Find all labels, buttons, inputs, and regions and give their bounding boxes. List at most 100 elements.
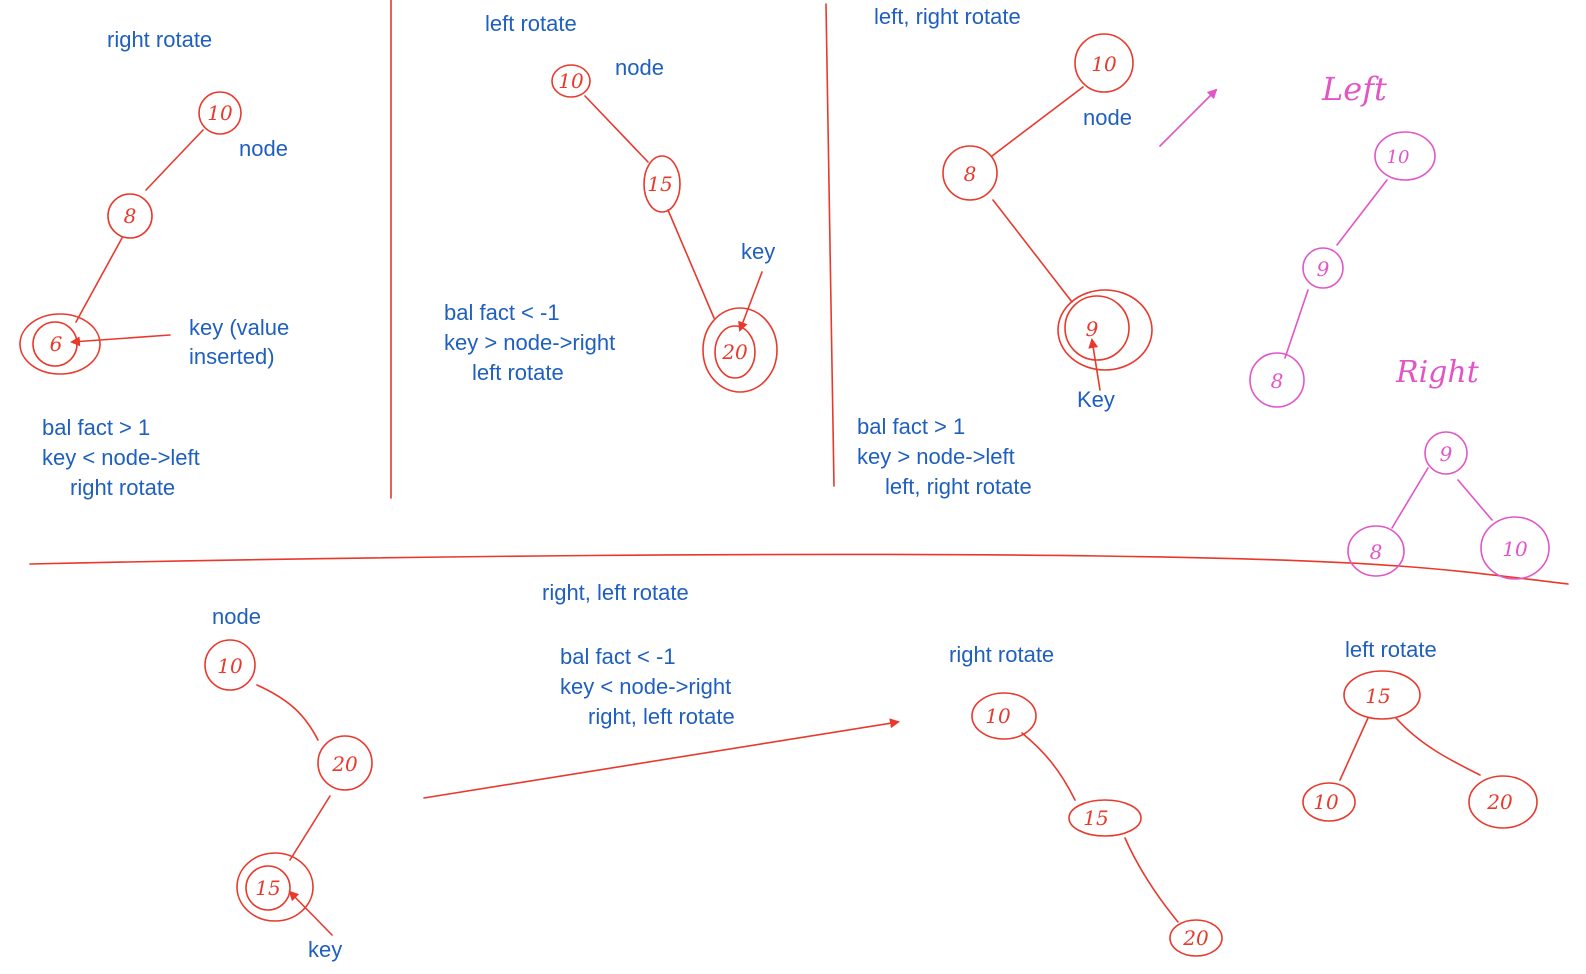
node-label: node: [1083, 105, 1132, 130]
condition-action: right, left rotate: [588, 704, 735, 729]
tree-node: 10: [551, 64, 591, 98]
svg-text:20: 20: [1486, 790, 1513, 814]
svg-text:8: 8: [1271, 369, 1284, 393]
tree-node: 8: [942, 145, 998, 201]
key-label-continued: inserted): [189, 344, 275, 369]
left-step-tree: Left 10 9 8: [1249, 70, 1436, 408]
tree-node: 8: [1249, 352, 1305, 408]
tree-node: 10: [1074, 33, 1134, 93]
condition-action: left rotate: [472, 360, 564, 385]
svg-text:20: 20: [1182, 926, 1209, 950]
condition-action: right rotate: [70, 475, 175, 500]
svg-text:10: 10: [217, 654, 243, 678]
key-label: Key: [1077, 387, 1115, 412]
panel-right-left-rotate: right, left rotate node key bal fact < -…: [204, 580, 1538, 962]
tree-edge: [75, 237, 123, 323]
key-arrow: [738, 271, 763, 332]
right-step-label: Right: [1395, 355, 1480, 390]
node-label: node: [615, 55, 664, 80]
left-step-label: left rotate: [1345, 637, 1437, 662]
tree-node: 10: [204, 639, 256, 691]
condition-balance: bal fact > 1: [857, 414, 965, 439]
key-label: key: [308, 937, 342, 962]
panel-heading: right rotate: [107, 27, 212, 52]
svg-text:6: 6: [50, 332, 63, 356]
tree-node: 15: [1343, 670, 1421, 720]
insert-arrow: [70, 334, 171, 347]
tree-edge: [1284, 289, 1309, 359]
tree-edge: [584, 95, 649, 163]
condition-key: key > node->left: [857, 444, 1015, 469]
tree-edge: [1339, 717, 1369, 781]
tree-edge: [991, 86, 1084, 157]
right-step-label: right rotate: [949, 642, 1054, 667]
svg-text:8: 8: [124, 204, 137, 228]
tree-node: 15: [1068, 799, 1142, 837]
node-label: node: [239, 136, 288, 161]
tree-node: 9: [1424, 431, 1468, 475]
node-label: node: [212, 604, 261, 629]
svg-text:10: 10: [985, 704, 1011, 728]
svg-text:10: 10: [1502, 537, 1528, 561]
tree-node: 10: [1374, 131, 1436, 181]
tree-edge: [1124, 837, 1179, 923]
tree-edge: [256, 684, 319, 741]
transition-arrow: [423, 718, 900, 799]
svg-text:8: 8: [964, 162, 977, 186]
panel-right-rotate: right rotate node key (value inserted) b…: [19, 27, 289, 500]
condition-action: left, right rotate: [885, 474, 1032, 499]
svg-text:15: 15: [1365, 684, 1390, 708]
condition-key: key < node->left: [42, 445, 200, 470]
key-label: key (value: [189, 315, 289, 340]
tree-edge: [992, 199, 1073, 303]
svg-text:20: 20: [721, 340, 748, 364]
svg-text:9: 9: [1317, 257, 1330, 281]
condition-balance: bal fact < -1: [444, 300, 560, 325]
tree-node: 10: [971, 692, 1037, 740]
svg-text:10: 10: [1313, 790, 1339, 814]
tree-node-key: 9: [1057, 289, 1153, 371]
tree-node: 8: [1347, 525, 1405, 577]
tree-edge: [145, 129, 204, 191]
left-step-label: Left: [1321, 70, 1387, 108]
condition-balance: bal fact < -1: [560, 644, 676, 669]
tree-node: 20: [1169, 919, 1223, 957]
panel-heading: left rotate: [485, 11, 577, 36]
tree-edge: [289, 795, 331, 861]
panel-left-rotate: left rotate node key bal fact < -1 key >…: [444, 11, 778, 393]
separator-horizontal: [29, 553, 1569, 585]
left-step-tree: left rotate 15 10 20: [1302, 637, 1538, 829]
condition-key: key > node->right: [444, 330, 615, 355]
tree-node: 8: [107, 193, 153, 239]
panel-separators: [29, 0, 1569, 585]
tree-node: 20: [1468, 775, 1538, 829]
tree-node-key: 6: [19, 313, 101, 375]
panel-heading: right, left rotate: [542, 580, 689, 605]
tree-node: 10: [198, 91, 242, 135]
svg-text:9: 9: [1440, 442, 1453, 466]
tree-edge: [1395, 717, 1481, 776]
right-step-tree: right rotate 10 15 20: [949, 642, 1223, 957]
panel-left-right-rotate: left, right rotate node Key bal fact > 1…: [857, 4, 1550, 580]
condition-key: key < node->right: [560, 674, 731, 699]
svg-text:10: 10: [1091, 52, 1117, 76]
svg-text:9: 9: [1086, 317, 1099, 341]
tree-edge: [667, 209, 715, 319]
svg-text:15: 15: [255, 876, 280, 900]
separator-vertical-2: [825, 3, 835, 487]
svg-text:8: 8: [1370, 540, 1383, 564]
key-arrow: [1088, 338, 1101, 391]
tree-edge: [1391, 467, 1429, 529]
tree-node: 10: [1302, 782, 1356, 822]
svg-text:15: 15: [647, 172, 672, 196]
tree-node-key: 15: [236, 852, 314, 922]
step-arrow: [1159, 88, 1218, 147]
tree-edge: [1457, 479, 1493, 521]
key-label: key: [741, 239, 775, 264]
svg-text:15: 15: [1083, 806, 1108, 830]
tree-node: 15: [643, 155, 681, 213]
svg-text:10: 10: [207, 101, 233, 125]
key-arrow: [288, 890, 333, 936]
